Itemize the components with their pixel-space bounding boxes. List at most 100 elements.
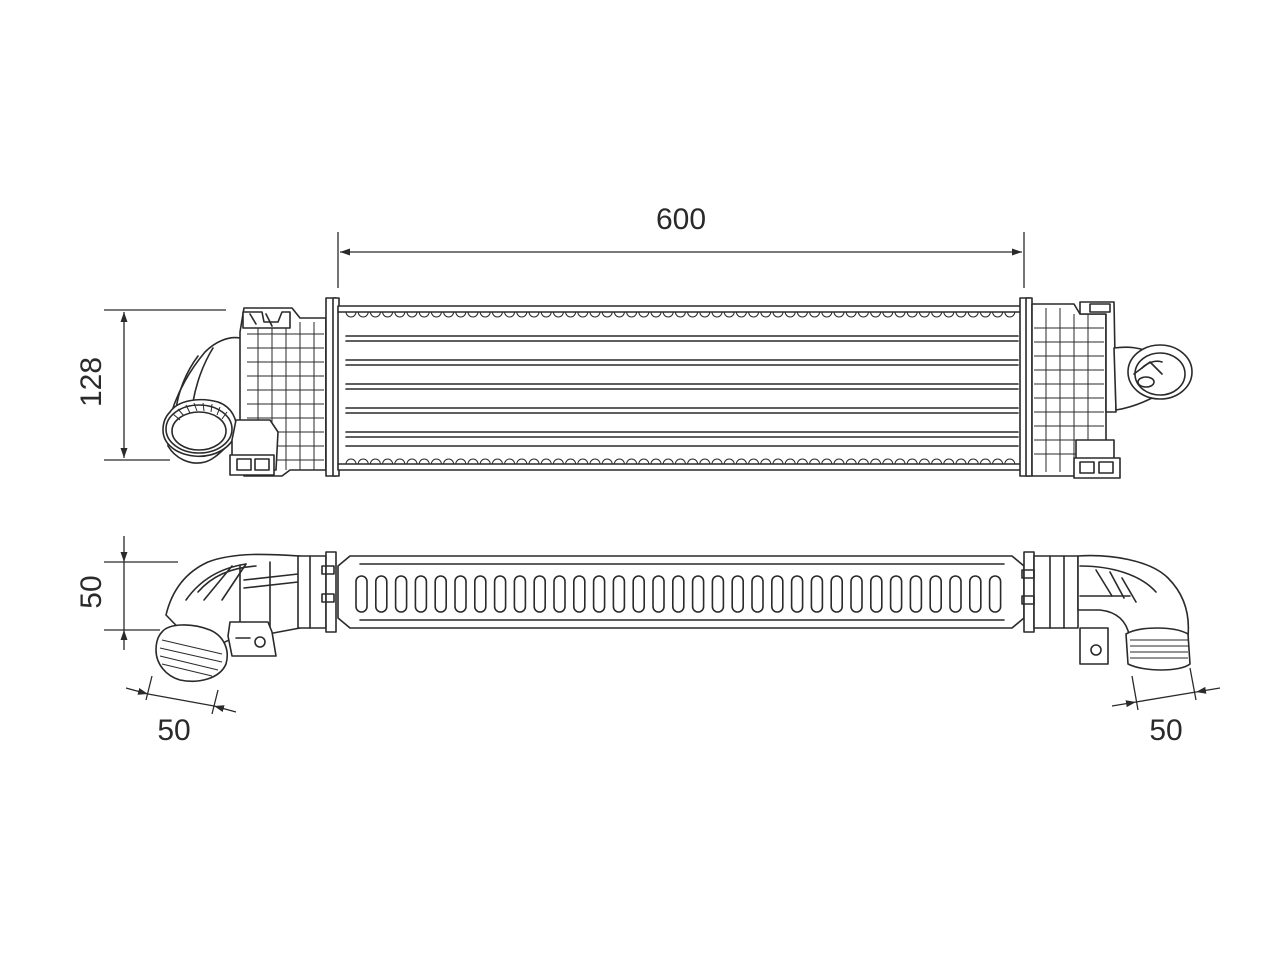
fin-scallop <box>748 311 760 318</box>
core-slot <box>830 575 844 613</box>
fin-scallop <box>443 311 455 318</box>
fin-scallop <box>369 311 381 318</box>
fin-scallop <box>809 311 821 318</box>
front-view: 600 128 <box>75 203 1193 479</box>
left-tank <box>229 307 327 477</box>
depth-dimension-label: 50 <box>75 575 108 608</box>
fin-scallop <box>894 311 906 318</box>
core-slot <box>691 575 705 613</box>
core-slot <box>652 575 665 613</box>
core-slot <box>929 575 943 613</box>
right-outlet-pipe-side <box>1077 554 1191 671</box>
fin-scallop <box>516 458 528 465</box>
fin-scallop <box>455 458 467 465</box>
fin-scallop <box>430 311 442 318</box>
core-slot <box>731 575 745 613</box>
fin-scallop <box>577 458 589 465</box>
fin-scallop <box>857 311 869 318</box>
fin-scallop <box>577 311 589 318</box>
fin-scallop <box>979 458 991 465</box>
right-tank-side <box>1021 551 1079 633</box>
fin-scallop <box>601 458 613 465</box>
fin-scallop <box>467 311 479 318</box>
fin-scallop <box>772 311 784 318</box>
fin-scallop <box>382 311 394 318</box>
fin-scallop <box>418 311 430 318</box>
fin-scallop <box>613 458 625 465</box>
fin-scallop <box>784 458 796 465</box>
core-slot <box>988 575 1002 613</box>
fin-scallop <box>589 458 601 465</box>
core-slot <box>909 575 923 613</box>
fin-scallop <box>906 311 918 318</box>
fin-scallop <box>748 458 760 465</box>
core-slot <box>533 575 547 613</box>
core-slot <box>454 575 467 613</box>
core-slot <box>968 575 982 613</box>
fin-scallop <box>345 311 357 318</box>
length-dimension-label: 600 <box>656 203 706 236</box>
fin-scallop <box>796 311 808 318</box>
fin-scallop <box>967 311 979 318</box>
fin-scallop <box>357 311 369 318</box>
fin-scallop <box>833 458 845 465</box>
fin-scallop <box>1004 311 1016 318</box>
left-tank-side <box>297 551 337 633</box>
intercooler-core <box>337 305 1027 471</box>
fin-scallop <box>918 458 930 465</box>
fin-scallop <box>735 458 747 465</box>
fin-scallop <box>821 458 833 465</box>
depth-dimension: 50 <box>75 536 178 650</box>
core-slot <box>949 575 962 613</box>
fin-scallop <box>711 311 723 318</box>
fin-scallop <box>565 311 577 318</box>
fin-scallop <box>772 458 784 465</box>
fin-scallop <box>674 458 686 465</box>
left-side-plate <box>325 297 340 477</box>
core-slot <box>810 575 824 613</box>
fin-scallop <box>601 311 613 318</box>
fin-scallop <box>467 458 479 465</box>
fin-scallop <box>796 458 808 465</box>
fin-scallop <box>967 458 979 465</box>
fin-scallop <box>650 311 662 318</box>
fin-scallop <box>443 458 455 465</box>
fin-scallop <box>992 458 1004 465</box>
fin-scallop <box>857 458 869 465</box>
fin-scallop <box>662 458 674 465</box>
core-slot <box>612 575 626 613</box>
fin-scallop <box>504 458 516 465</box>
fin-scallop <box>430 458 442 465</box>
fin-scallop <box>479 458 491 465</box>
fin-scallop <box>735 311 747 318</box>
core-slot <box>632 575 646 613</box>
fin-scallop <box>613 311 625 318</box>
intercooler-core-side <box>337 555 1025 629</box>
fin-scallop <box>821 311 833 318</box>
fin-scallop <box>345 458 357 465</box>
fin-scallop <box>491 458 503 465</box>
right-side-plate <box>1019 297 1033 477</box>
fin-scallop <box>638 311 650 318</box>
fin-scallop <box>931 458 943 465</box>
core-slot <box>751 575 764 613</box>
fin-scallop <box>406 458 418 465</box>
fin-scallop <box>662 311 674 318</box>
fin-scallop <box>504 311 516 318</box>
fin-scallop <box>406 311 418 318</box>
fin-scallop <box>394 311 406 318</box>
core-slot <box>850 575 863 613</box>
fin-scallop <box>540 458 552 465</box>
fin-scallop <box>723 458 735 465</box>
core-slot <box>493 575 507 613</box>
fin-scallop <box>711 458 723 465</box>
fin-scallop <box>552 458 564 465</box>
fin-scallop <box>674 311 686 318</box>
core-slot <box>770 575 784 613</box>
fin-scallop <box>382 458 394 465</box>
fin-scallop <box>979 311 991 318</box>
inlet-diameter-label: 50 <box>157 714 190 747</box>
core-slot <box>355 575 368 613</box>
core-slot <box>790 575 804 613</box>
fin-scallop <box>565 458 577 465</box>
